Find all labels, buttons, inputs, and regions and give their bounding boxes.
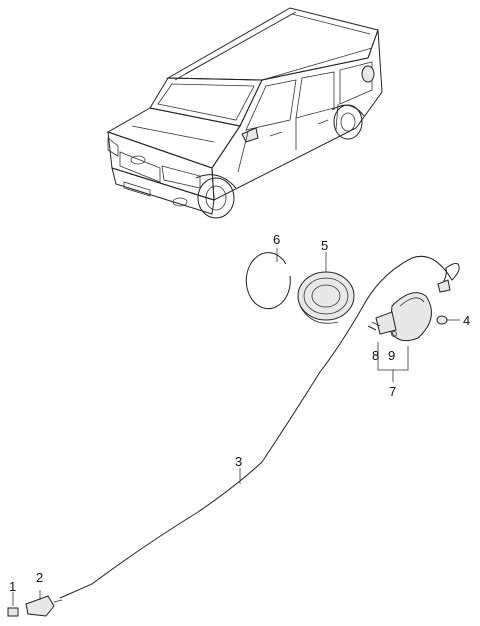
part-4-bumper-stop bbox=[436, 315, 460, 325]
vehicle-illustration bbox=[106, 7, 383, 219]
callout-4: 4 bbox=[463, 313, 470, 328]
part-5-filler-housing bbox=[297, 252, 355, 324]
callout-2: 2 bbox=[36, 570, 43, 585]
part-7-filler-door-assembly bbox=[367, 292, 432, 382]
callout-8: 8 bbox=[372, 348, 379, 363]
callout-6: 6 bbox=[273, 232, 280, 247]
part-8-screw bbox=[367, 325, 377, 331]
part-1-screw bbox=[7, 592, 19, 617]
part-2-release-lever bbox=[25, 590, 63, 617]
callout-3: 3 bbox=[235, 454, 242, 469]
callout-9: 9 bbox=[388, 348, 395, 363]
callout-1: 1 bbox=[9, 579, 16, 594]
part-6-snap-ring bbox=[245, 248, 291, 310]
part-3-release-cable bbox=[59, 255, 460, 599]
callout-5: 5 bbox=[321, 238, 328, 253]
part-9-spring bbox=[391, 331, 397, 337]
callout-7: 7 bbox=[389, 384, 396, 399]
